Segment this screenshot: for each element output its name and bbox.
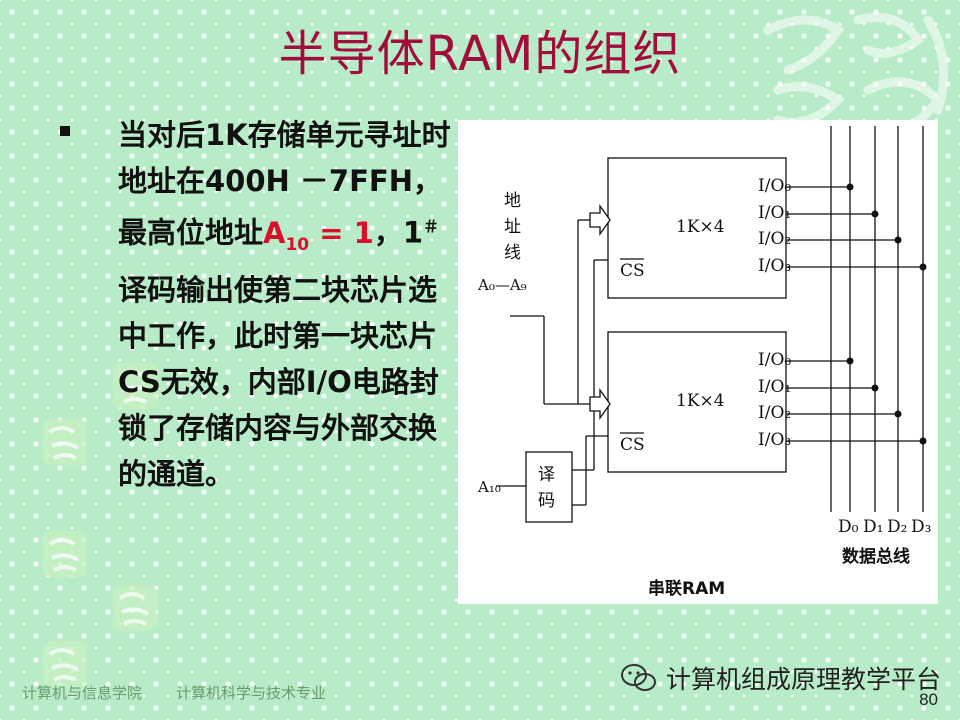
chip2-io0: I/O₀: [758, 350, 791, 370]
chip1-capacity-label: 1K×4: [676, 217, 725, 237]
watermark-logo-small: [113, 585, 157, 631]
bullet-superscript: ＃: [423, 217, 440, 236]
serial-ram-diagram: 地 址 线 A₀—A₉ A₁₀ 译 码 1K×4 1K×4 CS CS I/O₀…: [458, 120, 938, 604]
ram-chip-1: [607, 157, 787, 299]
addr-line-label-3: 线: [504, 243, 521, 263]
a10-highlight: A10 = 1: [263, 215, 374, 255]
data-bus-label: 数据总线: [842, 546, 910, 567]
bullet-text-part3: 译码输出使第二块芯片选中工作，此时第一块芯片CS无效，内部I/O电路封锁了存储内…: [118, 273, 439, 492]
a10-highlight-base: A: [263, 215, 286, 250]
chip2-io1: I/O₁: [758, 377, 791, 397]
decoder-label-2: 码: [538, 491, 555, 511]
chip2-capacity-label: 1K×4: [676, 391, 725, 411]
diagram-caption: 串联RAM: [648, 578, 725, 599]
footer-major: 计算机科学与技术专业: [176, 684, 327, 702]
footer-school: 计算机与信息学院: [22, 684, 143, 702]
wechat-account-name: 计算机组成原理教学平台: [666, 665, 942, 694]
data-line-d3: D₃: [911, 517, 931, 537]
bullet-marker: [60, 126, 70, 136]
chip1-io0: I/O₀: [758, 176, 791, 196]
chip1-io2: I/O₂: [758, 229, 791, 249]
data-line-d0: D₀: [838, 517, 859, 537]
bullet-text-part2: ，1: [373, 215, 423, 250]
a10-highlight-subscript: 10: [285, 234, 310, 255]
decoder-box: [525, 451, 573, 523]
data-line-d1: D₁: [863, 517, 883, 537]
chip1-io1: I/O₁: [758, 203, 791, 223]
data-line-d2: D₂: [887, 517, 907, 537]
bullet-text-part1: 当对后1K存储单元寻址时地址在400H －7FFH，最高位地址: [118, 118, 451, 250]
wechat-icon: [621, 664, 656, 691]
watermark-logo-small: [43, 641, 87, 687]
chip1-cs-label: CS: [620, 261, 645, 281]
addr-line-label-1: 地: [504, 191, 521, 211]
chip2-cs-label: CS: [620, 435, 645, 455]
a10-highlight-value: = 1: [309, 215, 374, 250]
chip1-io3: I/O₃: [758, 256, 791, 276]
decoder-label-1: 译: [538, 465, 555, 485]
addr-line-label-2: 址: [504, 217, 521, 237]
wechat-account: 计算机组成原理教学平台: [620, 660, 941, 696]
chip2-io2: I/O₂: [758, 403, 791, 423]
page-number: 80: [919, 690, 938, 709]
watermark-logo-small: [43, 531, 87, 577]
bullet-paragraph: 当对后1K存储单元寻址时地址在400H －7FFH，最高位地址A10 = 1，1…: [118, 112, 454, 497]
a10-label: A₁₀: [477, 478, 501, 496]
slide-title: 半导体RAM的组织: [278, 26, 682, 82]
watermark-logo-small: [43, 419, 87, 465]
addr-range-label: A₀—A₉: [477, 276, 527, 294]
chip2-io3: I/O₃: [758, 430, 791, 450]
